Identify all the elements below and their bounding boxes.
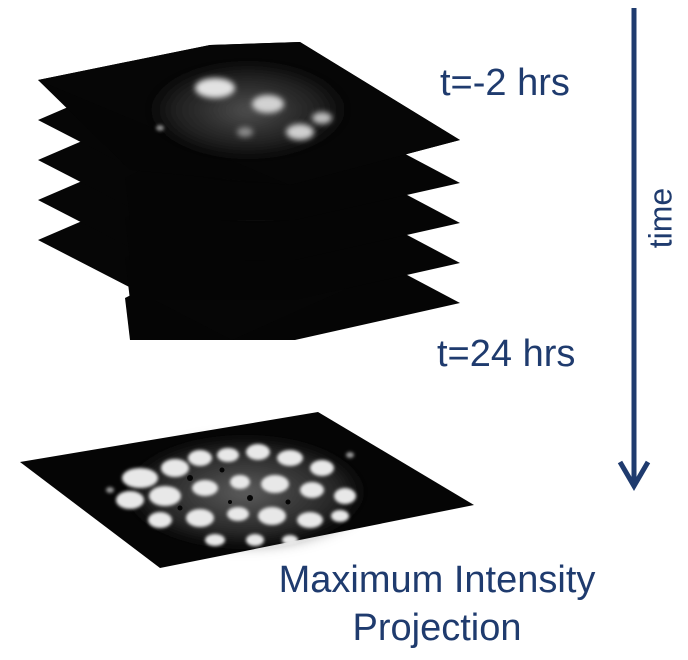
stack-slice-1 [38, 42, 460, 185]
image-stack [38, 42, 460, 340]
caption-line-2: Projection [352, 607, 522, 649]
time-arrow [617, 8, 651, 491]
caption-line-1: Maximum Intensity [278, 559, 596, 601]
end-time-label: t=24 hrs [437, 333, 576, 375]
start-time-label: t=-2 hrs [440, 62, 570, 104]
max-intensity-projection-image [20, 412, 474, 568]
projection-caption: Maximum Intensity Projection [222, 556, 652, 652]
time-axis-label: time [642, 187, 679, 249]
